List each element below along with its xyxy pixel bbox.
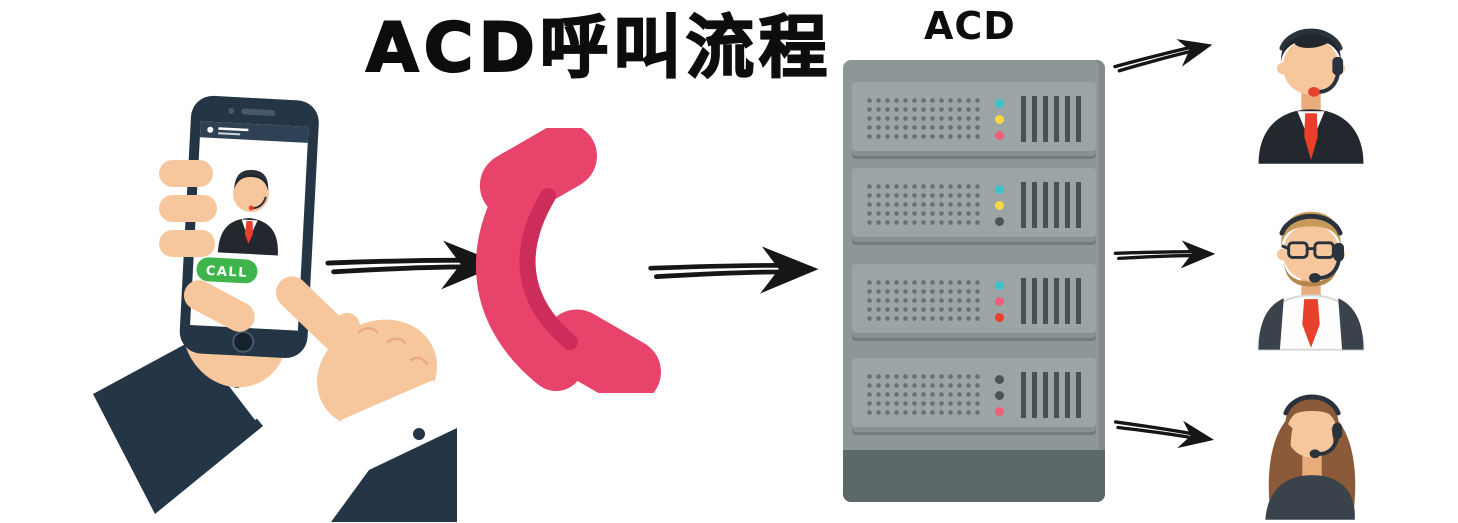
tie xyxy=(1302,299,1320,348)
contact-avatar xyxy=(217,170,278,256)
status-led xyxy=(995,406,1004,416)
headset-band-icon xyxy=(1279,213,1343,236)
headset-mic-icon xyxy=(1309,449,1321,459)
arrow-server-to-agent3-icon xyxy=(1113,420,1215,449)
arrow-server-to-agent1-icon xyxy=(1113,39,1213,73)
vent-slats xyxy=(1021,182,1083,228)
handset-mouthpiece xyxy=(543,309,661,393)
server-base xyxy=(843,450,1105,502)
call-button-label: CALL xyxy=(205,264,248,281)
acd-server-label: ACD xyxy=(924,4,1016,48)
server-unit xyxy=(852,358,1096,432)
acd-server-rack-icon xyxy=(843,60,1105,502)
status-led xyxy=(995,312,1004,322)
right-cufflink xyxy=(413,428,425,440)
ventilation-dots xyxy=(865,182,981,228)
telephone-handset-icon xyxy=(476,128,661,393)
agent-avatar-male-suit xyxy=(1258,28,1364,164)
hair-front xyxy=(1284,397,1340,431)
status-led xyxy=(995,200,1004,210)
diagram-title: ACD呼叫流程 xyxy=(365,8,832,89)
arrow-caller-to-handset-icon xyxy=(325,240,502,290)
status-leds xyxy=(995,280,1004,322)
headset-earpiece-icon xyxy=(1333,242,1345,262)
phone-home-button xyxy=(232,330,255,353)
status-led xyxy=(995,216,1004,226)
tie xyxy=(1304,113,1318,160)
face xyxy=(1286,407,1338,458)
status-leds xyxy=(995,374,1004,416)
headset-mic-icon xyxy=(1309,272,1321,283)
vent-slats xyxy=(1021,372,1083,418)
neck xyxy=(1302,453,1322,478)
arrow-handset-to-server-icon xyxy=(648,246,819,294)
left-fingers xyxy=(159,160,255,332)
hair xyxy=(1280,28,1342,65)
headset-earpiece-icon xyxy=(1332,56,1344,76)
status-leds xyxy=(995,184,1004,226)
hand-holding-smartphone-icon: CALL xyxy=(93,95,457,522)
status-leds xyxy=(995,98,1004,140)
status-led xyxy=(995,98,1004,108)
vent-slats xyxy=(1021,278,1083,324)
right-pointing-hand xyxy=(275,276,437,429)
status-led xyxy=(995,374,1004,384)
status-led xyxy=(995,390,1004,400)
vent-slats xyxy=(1021,96,1083,142)
status-led xyxy=(995,296,1004,306)
right-shirt-cuff xyxy=(341,380,457,474)
arrow-server-to-agent2-icon xyxy=(1113,240,1216,269)
headset-band-icon xyxy=(1279,28,1343,51)
server-unit xyxy=(852,82,1096,156)
status-led xyxy=(995,184,1004,194)
agent-avatar-female xyxy=(1265,394,1356,520)
smartphone: CALL xyxy=(179,95,319,359)
server-unit xyxy=(852,264,1096,338)
right-sleeve xyxy=(331,428,457,522)
ventilation-dots xyxy=(865,372,981,418)
ventilation-dots xyxy=(865,278,981,324)
face xyxy=(1282,38,1340,95)
face xyxy=(1282,224,1340,281)
status-led xyxy=(995,130,1004,140)
status-led xyxy=(995,114,1004,124)
phone-camera-icon xyxy=(228,107,235,114)
screen-status-bar xyxy=(199,121,309,143)
server-unit xyxy=(852,168,1096,242)
top xyxy=(1265,475,1355,520)
phone-speaker xyxy=(241,108,276,117)
call-button: CALL xyxy=(193,254,261,287)
headset-band-icon xyxy=(1283,394,1341,416)
status-led xyxy=(995,280,1004,290)
handset-earpiece xyxy=(479,128,597,219)
ventilation-dots xyxy=(865,96,981,142)
handset-shading xyxy=(519,188,578,350)
headset-mic-icon xyxy=(1308,86,1320,97)
agent-avatar-male-glasses xyxy=(1257,211,1365,351)
headset-earpiece-icon xyxy=(1332,422,1343,440)
